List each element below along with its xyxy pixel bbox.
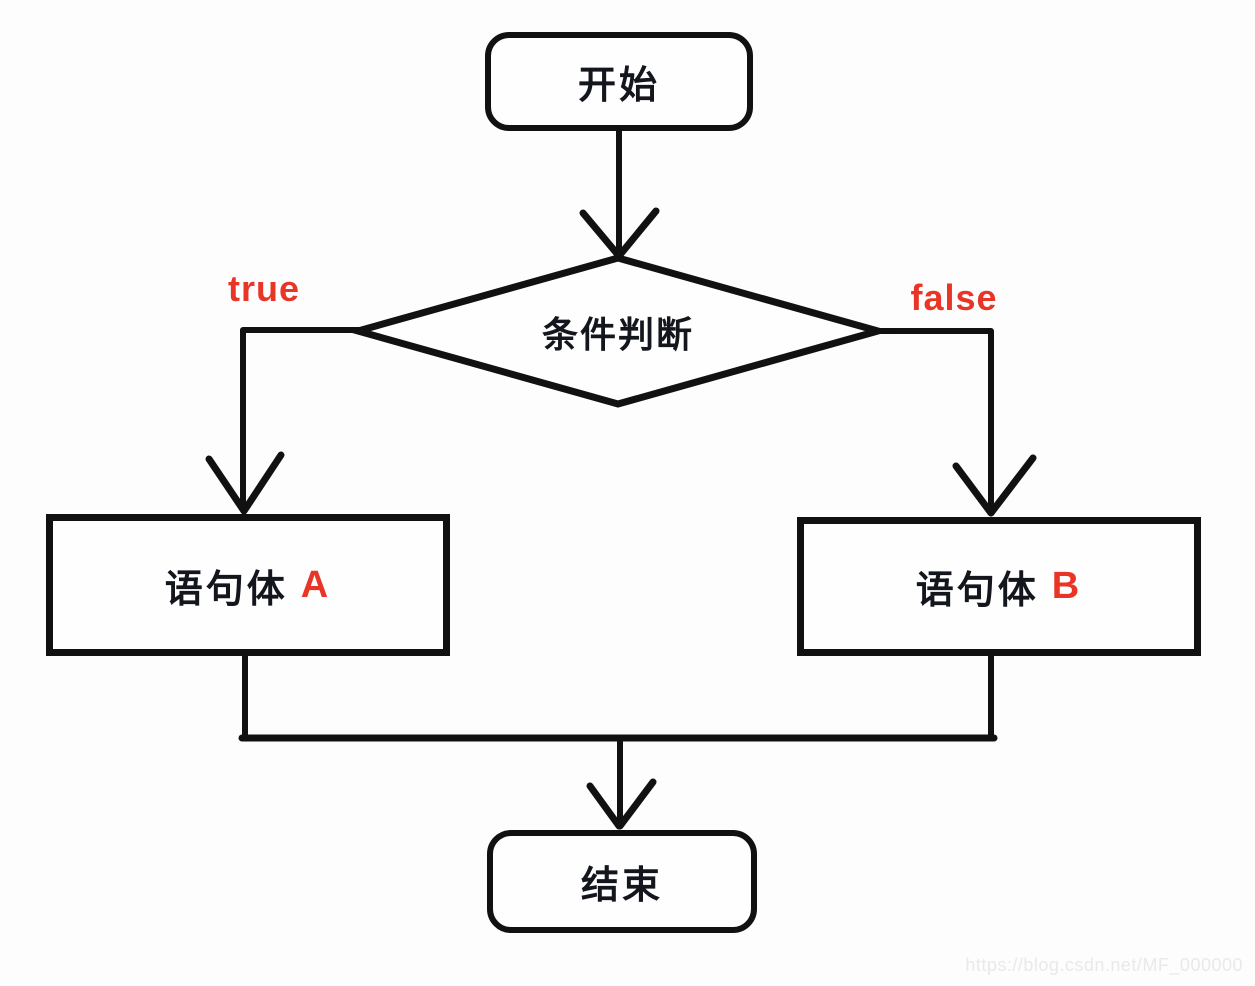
condition-node-label: 条件判断 [541,314,694,355]
condition-diamond [345,254,891,408]
watermark-text: https://blog.csdn.net/MF_000000 [965,955,1243,975]
arrowhead-into-end [586,778,657,830]
statement-a-text: 语句体 [164,568,288,611]
true-branch-label: true [227,268,300,309]
condition-node-label-box: 条件判断 [358,259,878,405]
start-node-label: 开始 [577,65,660,107]
false-branch-label: false [910,277,998,318]
statement-b-text: 语句体 [915,570,1039,612]
statement-b-node: 语句体 B [797,517,1201,656]
arrowhead-into-stmt-a [205,451,285,515]
end-node-label: 结束 [580,865,663,907]
start-node: 开始 [485,32,753,131]
statement-a-node: 语句体 A [46,514,450,656]
arrowhead-into-stmt-b [952,454,1037,517]
end-node: 结束 [487,830,757,933]
statement-b-letter: B [1051,565,1083,607]
statement-a-letter: A [300,563,332,606]
edge-true-branch [240,327,365,508]
arrowhead-into-condition [579,207,660,260]
edge-false-branch [871,328,994,511]
